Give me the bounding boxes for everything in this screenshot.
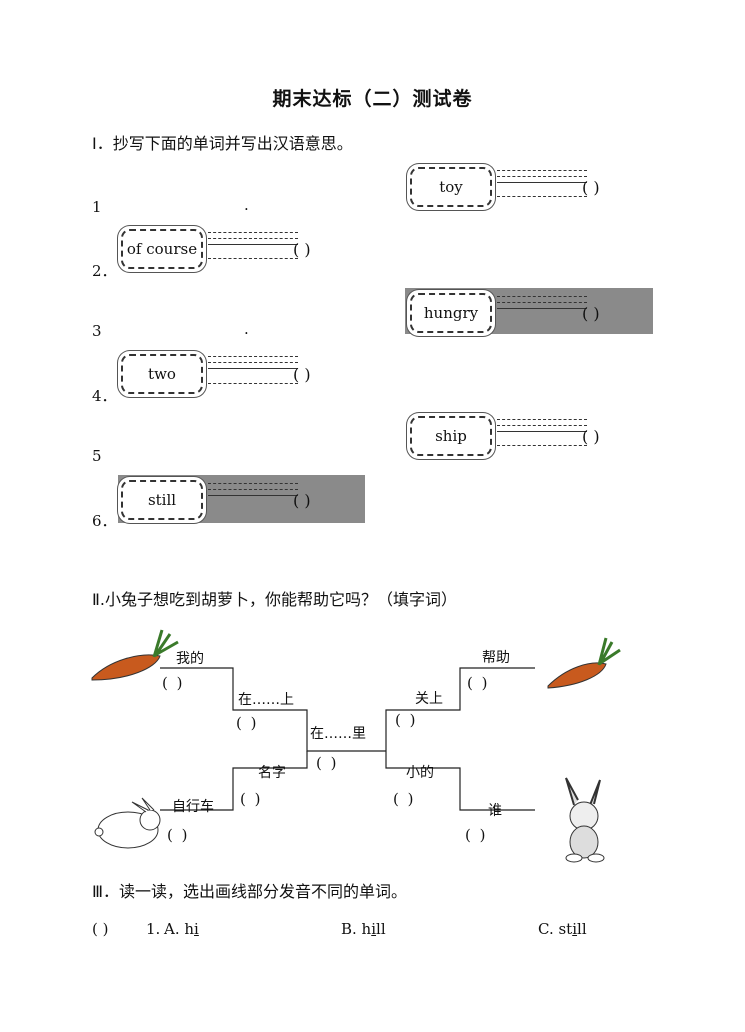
label-zaili: 在……里 (310, 726, 366, 742)
blank-guanshang[interactable]: ( ) (395, 711, 418, 729)
word-box-still: still (121, 480, 203, 520)
option-c[interactable]: C. still (538, 920, 587, 938)
write-lines-3[interactable] (497, 296, 587, 309)
label-guanshang: 关上 (415, 691, 443, 707)
write-lines-1[interactable] (497, 170, 587, 183)
item-5-number: 5 (92, 447, 102, 465)
blank-zaishang[interactable]: ( ) (236, 714, 259, 732)
word-box-hungry: hungry (410, 293, 492, 333)
label-bangzhu: 帮助 (482, 650, 510, 666)
carrot-right-icon (547, 637, 621, 689)
label-mingzi: 名字 (258, 765, 286, 781)
write-lines-4[interactable] (208, 356, 298, 369)
section-2-heading: Ⅱ.小兔子想吃到胡萝卜，你能帮助它吗？（填字词） (92, 590, 457, 609)
item-3-number: 3 (92, 322, 102, 340)
write-lines-5[interactable] (497, 419, 587, 432)
label-xiaode: 小的 (406, 765, 434, 781)
meaning-blank-2[interactable]: ( ) (293, 240, 311, 259)
write-lines-4b (208, 383, 298, 389)
word-box-of-course: of course (121, 229, 203, 269)
item-1-number: 1 (92, 198, 102, 216)
item-2-number: 2． (92, 262, 117, 280)
blank-xiaode[interactable]: ( ) (393, 790, 416, 808)
label-wode: 我的 (176, 651, 204, 667)
write-lines-2[interactable] (208, 232, 298, 245)
meaning-blank-3[interactable]: ( ) (582, 304, 600, 323)
blank-mingzi[interactable]: ( ) (240, 790, 263, 808)
question-number-1: 1. (146, 920, 161, 938)
item-6-number: 6． (92, 512, 117, 530)
label-zaishang: 在……上 (238, 692, 294, 708)
word-box-toy: toy (410, 167, 492, 207)
rabbit-left-icon (94, 797, 161, 849)
blank-zixingche[interactable]: ( ) (167, 826, 190, 844)
blank-wode[interactable]: ( ) (162, 674, 185, 692)
meaning-blank-4[interactable]: ( ) (293, 365, 311, 384)
word-box-two: two (121, 354, 203, 394)
item-3-dot: . (244, 320, 249, 338)
item-1-dot: . (244, 196, 249, 214)
write-lines-6[interactable] (208, 483, 298, 496)
item-4-number: 4． (92, 387, 117, 405)
meaning-blank-5[interactable]: ( ) (582, 427, 600, 446)
option-b[interactable]: B. hill (341, 920, 386, 938)
blank-shui[interactable]: ( ) (465, 826, 488, 844)
page-title: 期末达标（二）测试卷 (272, 88, 473, 110)
write-lines-1b (497, 196, 587, 202)
word-box-ship: ship (410, 416, 492, 456)
label-zixingche: 自行车 (172, 799, 214, 815)
section-1-heading: I．抄写下面的单词并写出汉语意思。 (92, 134, 353, 153)
carrot-left-icon (91, 629, 179, 681)
write-lines-5b (497, 445, 587, 451)
blank-bangzhu[interactable]: ( ) (467, 674, 490, 692)
answer-blank-q1[interactable]: ( ) (92, 920, 109, 938)
meaning-blank-6[interactable]: ( ) (293, 491, 311, 510)
write-lines-2b (208, 258, 298, 264)
label-shui: 谁 (488, 803, 502, 819)
staircase-diagram (91, 629, 621, 863)
blank-zaili[interactable]: ( ) (316, 754, 339, 772)
section-3-heading: Ⅲ．读一读，选出画线部分发音不同的单词。 (92, 882, 408, 901)
meaning-blank-1[interactable]: ( ) (582, 178, 600, 197)
rabbit-right-icon (565, 777, 605, 863)
option-a[interactable]: A. hi (164, 920, 199, 938)
